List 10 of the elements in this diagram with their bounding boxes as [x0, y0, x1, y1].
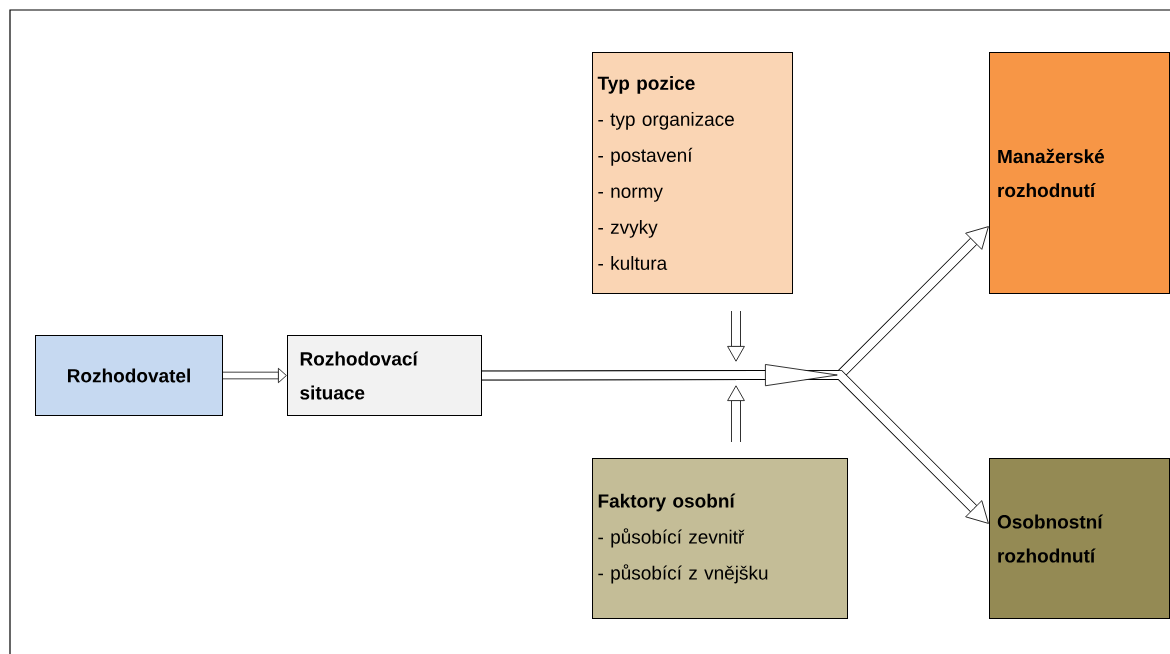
factor-box: Typ pozice - typ organizace - postavení - normy - zvyky - kultura	[592, 52, 793, 294]
situation-box: Rozhodovací situace	[287, 335, 482, 416]
result-box: Osobnostní rozhodnutí	[989, 458, 1170, 619]
arrow	[482, 364, 838, 387]
factor-box: Faktory osobní - působící zevnitř - působící z vnějšku	[592, 458, 848, 619]
arrow	[727, 311, 745, 362]
actor-box: Rozhodovatel	[35, 335, 223, 416]
arrow	[223, 367, 287, 384]
arrow	[727, 385, 745, 442]
result-box: Manažerské rozhodnutí	[989, 52, 1170, 294]
